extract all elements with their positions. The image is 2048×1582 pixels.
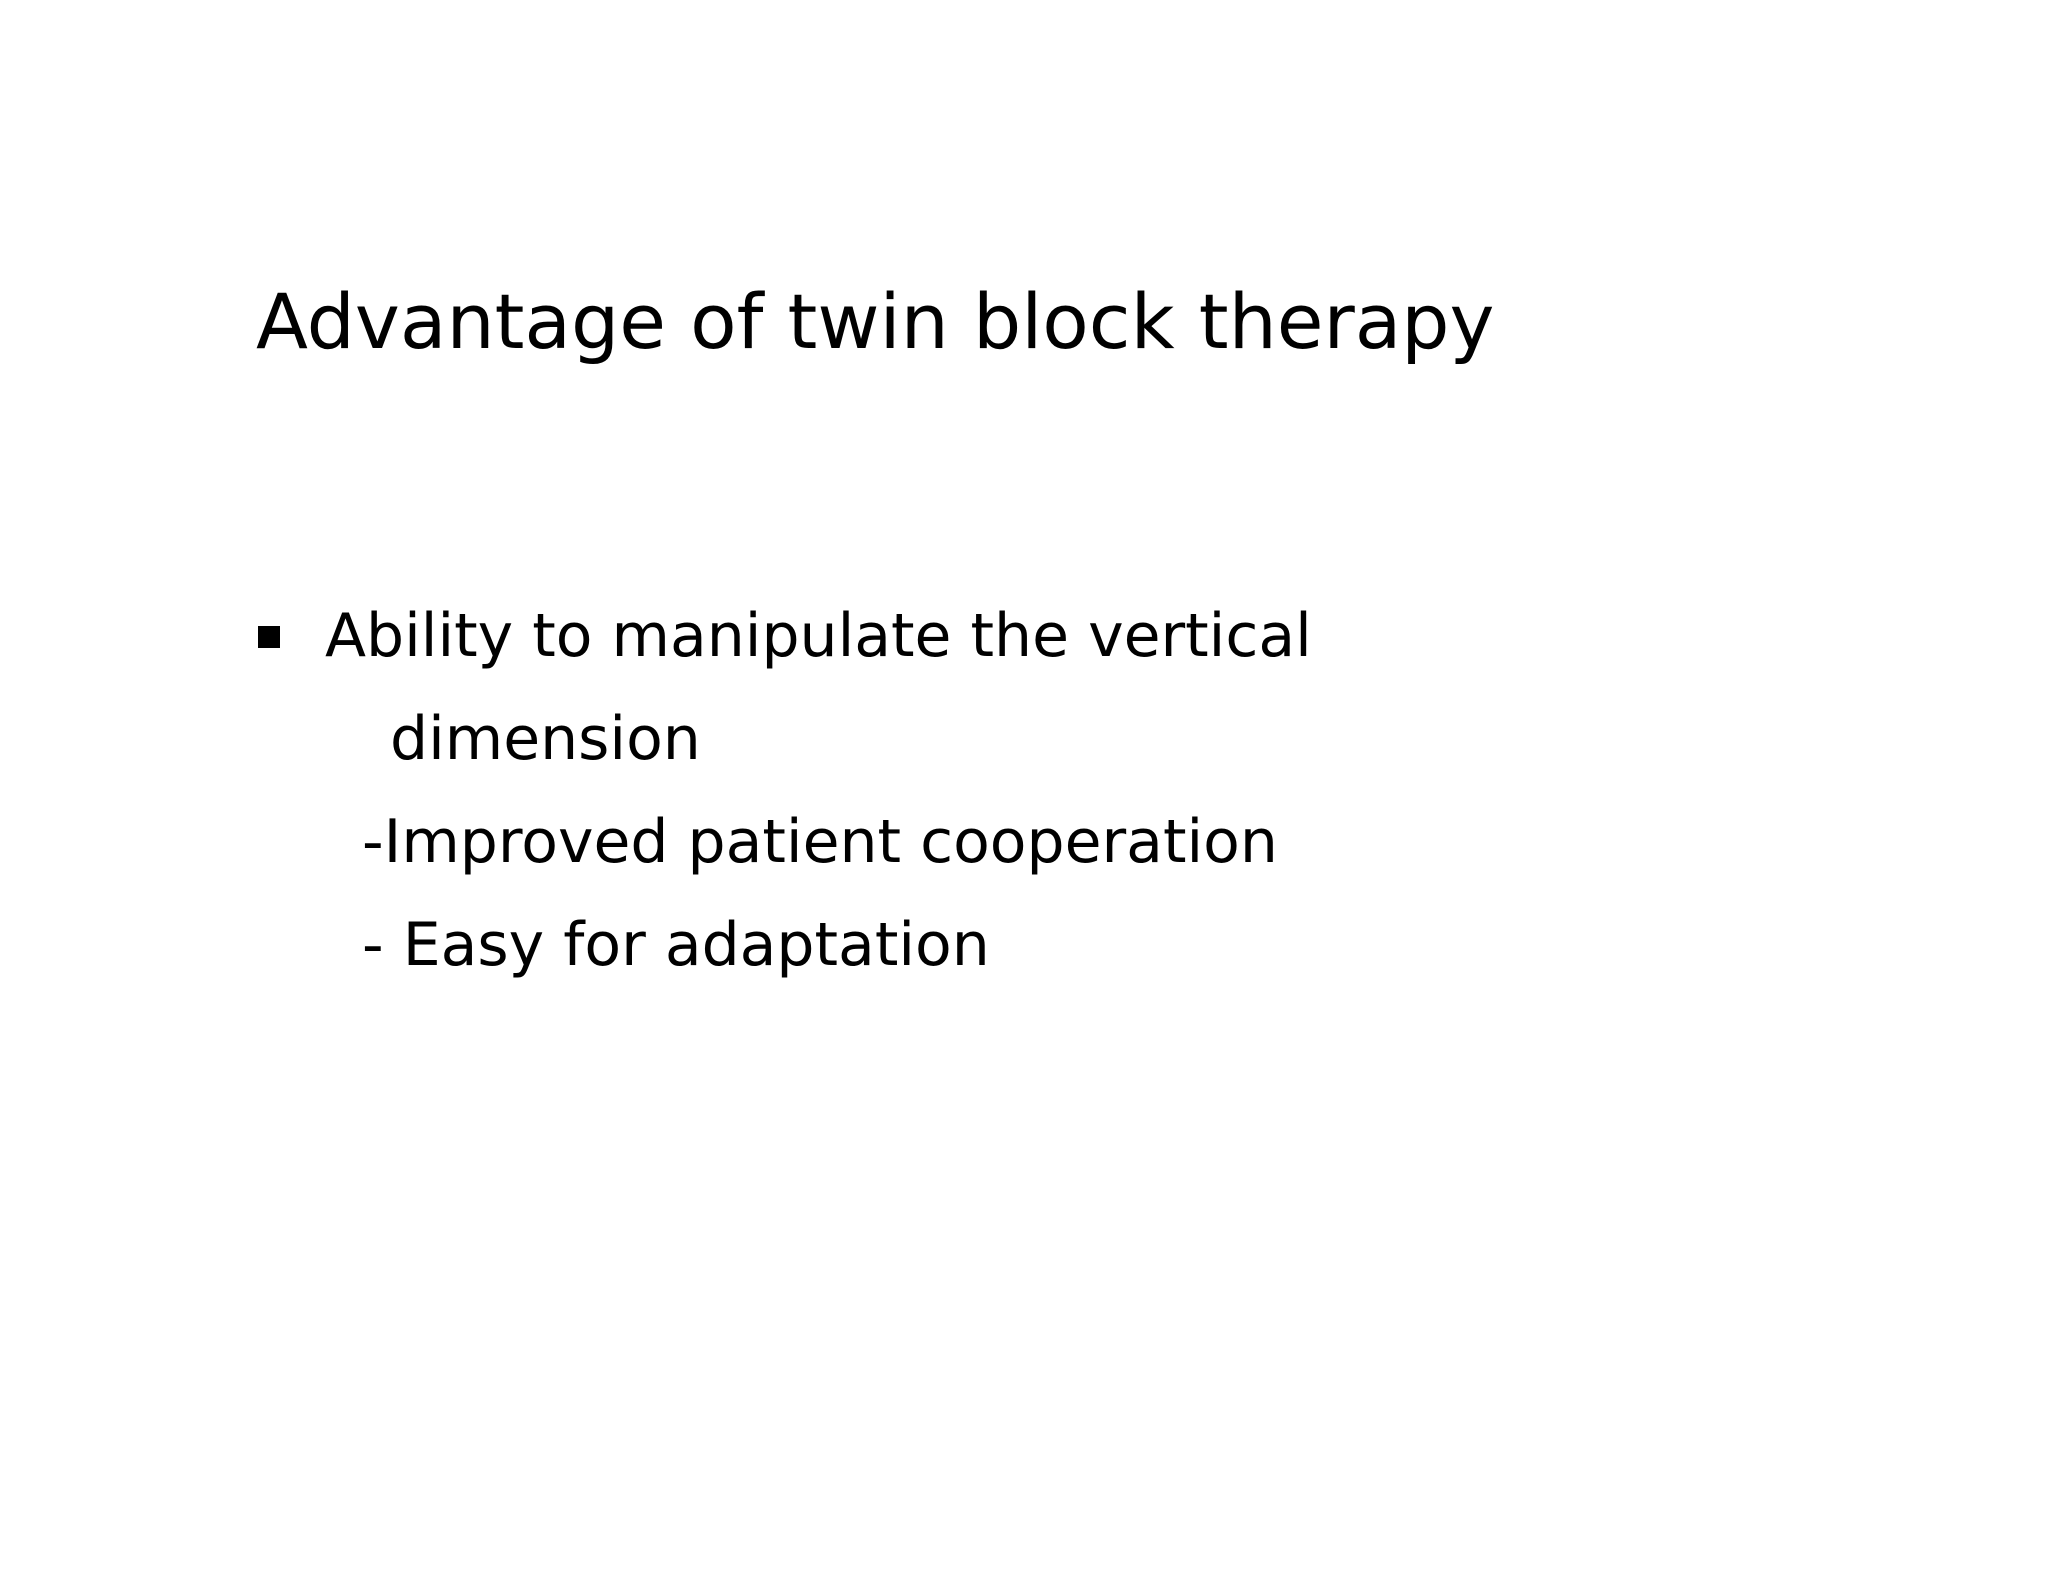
sub-item-text: -Improved patient cooperation xyxy=(362,807,1278,877)
sub-item-text: - Easy for adaptation xyxy=(362,910,990,980)
slide-title: Advantage of twin block therapy xyxy=(256,277,1495,366)
sub-item: -Improved patient cooperation xyxy=(362,791,1278,894)
bullet-text-wrap-line: dimension xyxy=(390,688,701,791)
bullet-text-line-2: dimension xyxy=(390,704,701,774)
bullet-text-line-1: Ability to manipulate the vertical xyxy=(325,601,1312,671)
bullet-item: Ability to manipulate the vertical xyxy=(258,585,1312,688)
sub-item: - Easy for adaptation xyxy=(362,894,990,997)
square-bullet-icon xyxy=(258,625,280,648)
